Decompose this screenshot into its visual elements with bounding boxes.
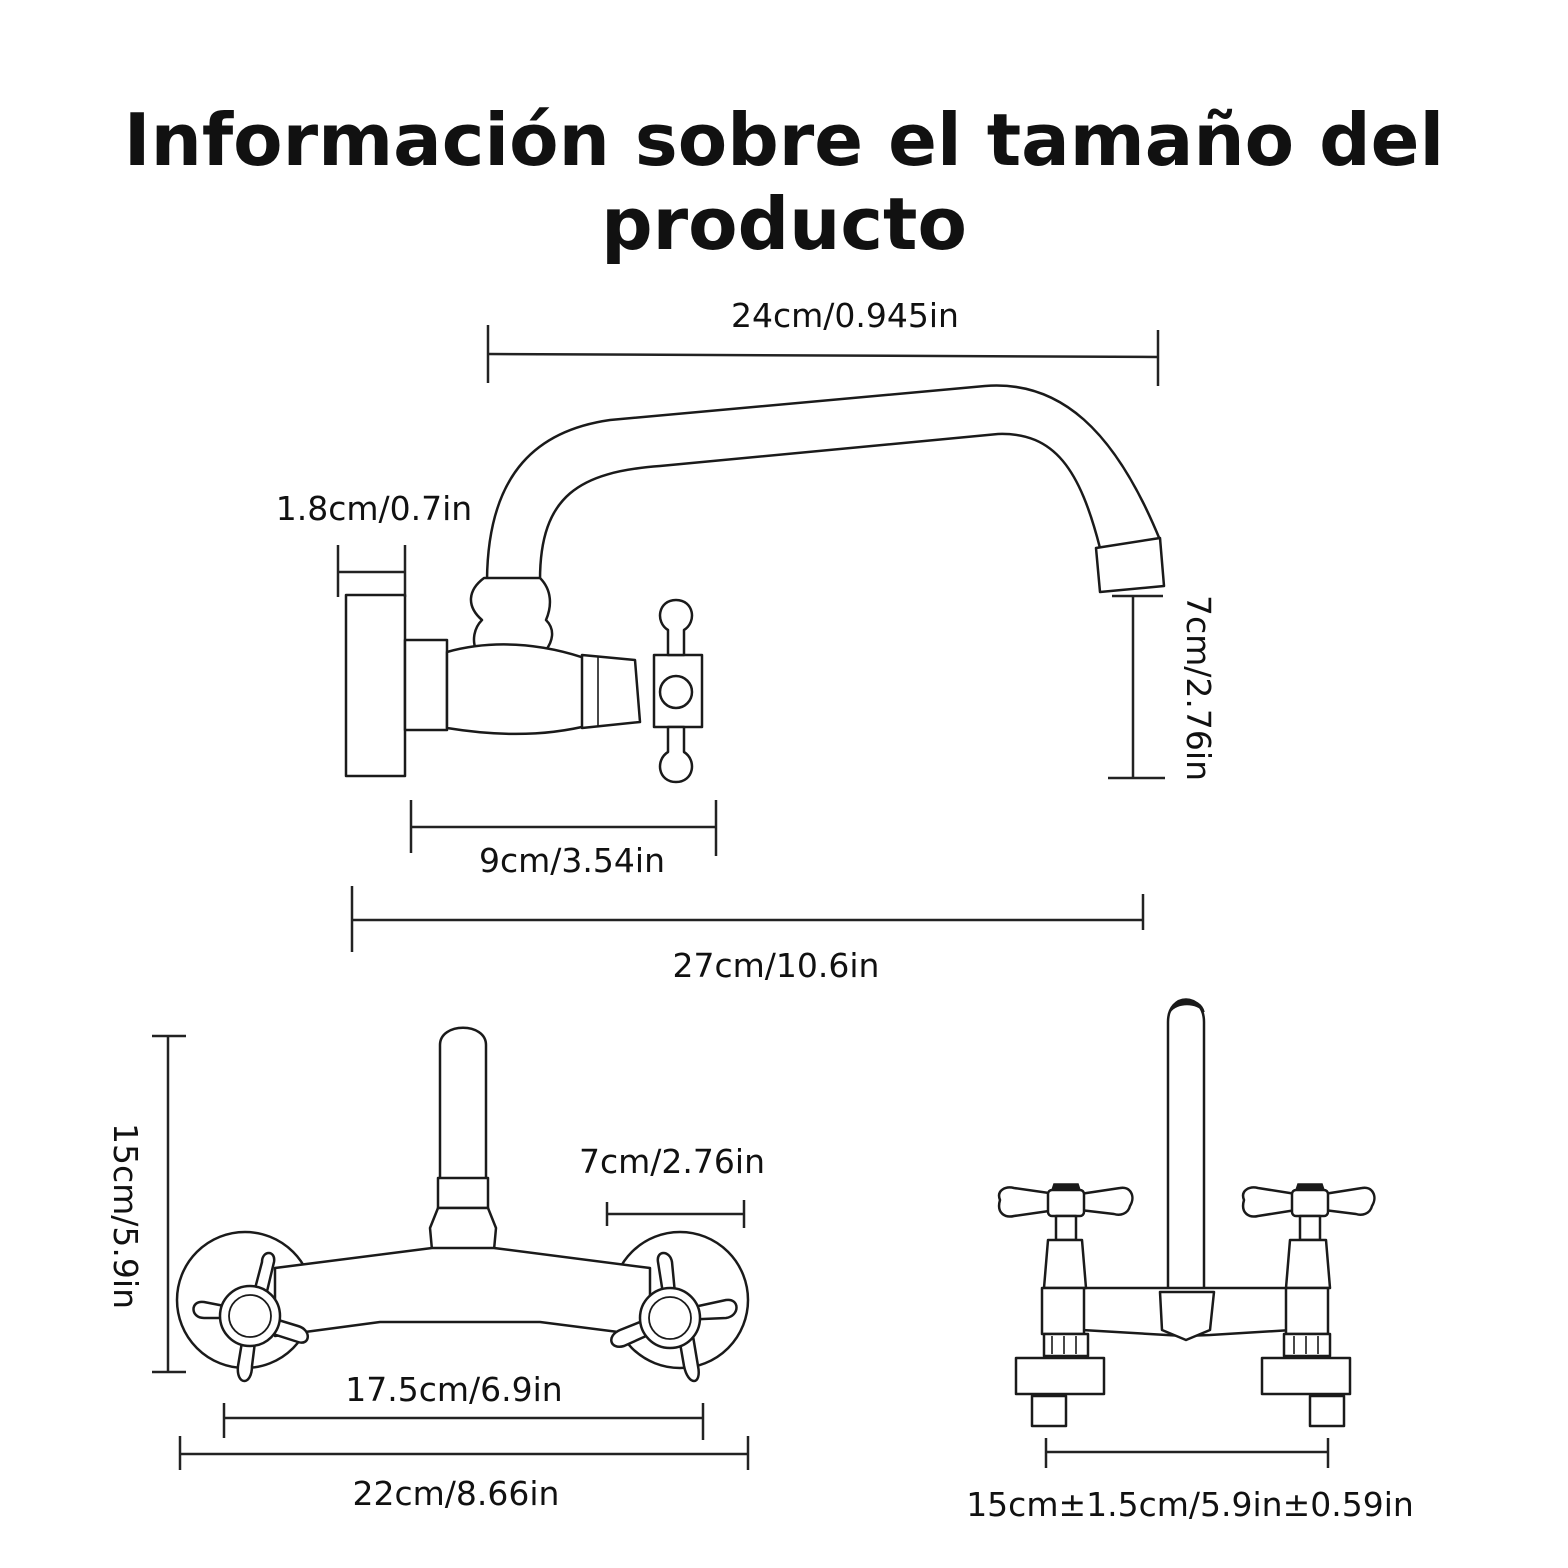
center-distance-label: 17.5cm/6.9in — [345, 1370, 562, 1409]
total-depth-label: 27cm/10.6in — [673, 946, 880, 985]
flange-diameter-label: 7cm/2.76in — [579, 1142, 765, 1181]
front-height-label: 15cm/5.9in — [106, 1123, 145, 1309]
side-view-faucet — [344, 384, 1166, 784]
side-spout-aerator — [1094, 536, 1166, 594]
side-spout-collar — [469, 576, 554, 652]
side-handle-bottom-arm — [658, 725, 694, 784]
spout-outlet-height-label: 7cm/2.76in — [1179, 595, 1218, 781]
side-view-dimensions — [336, 325, 1165, 952]
side-spout — [485, 384, 1162, 582]
title-line-1: Información sobre el tamaño del — [123, 98, 1445, 182]
total-width-label: 22cm/8.66in — [353, 1474, 560, 1513]
spout-length-label: 24cm/0.945in — [731, 296, 959, 335]
side-handle-top-arm — [658, 598, 694, 657]
front-body — [273, 1246, 652, 1338]
back-spout-nut — [1158, 1290, 1216, 1342]
front-view-dimensions — [152, 1034, 750, 1470]
back-right-valve — [1241, 1183, 1376, 1428]
side-connector — [403, 638, 449, 732]
front-spout — [438, 1026, 488, 1182]
back-left-valve — [997, 1183, 1134, 1428]
side-body — [445, 643, 592, 736]
wall-plate-thickness-label: 1.8cm/0.7in — [276, 489, 472, 528]
front-left-handle — [192, 1251, 309, 1383]
front-right-handle — [610, 1251, 738, 1383]
front-spout-collar — [436, 1176, 490, 1210]
side-wall-plate — [344, 593, 407, 778]
back-spout-tip — [1169, 999, 1205, 1013]
side-handle-cap — [658, 674, 694, 710]
back-view-faucet — [997, 998, 1376, 1428]
side-valve-stem — [580, 653, 642, 730]
back-center-distance-label: 15cm±1.5cm/5.9in±0.59in — [966, 1485, 1414, 1524]
title-line-2: producto — [601, 182, 967, 266]
front-spout-base — [428, 1206, 498, 1252]
body-length-label: 9cm/3.54in — [479, 841, 665, 880]
back-spout — [1166, 998, 1206, 1307]
back-view-dimensions — [1044, 1438, 1330, 1468]
front-view-faucet — [175, 1026, 750, 1383]
